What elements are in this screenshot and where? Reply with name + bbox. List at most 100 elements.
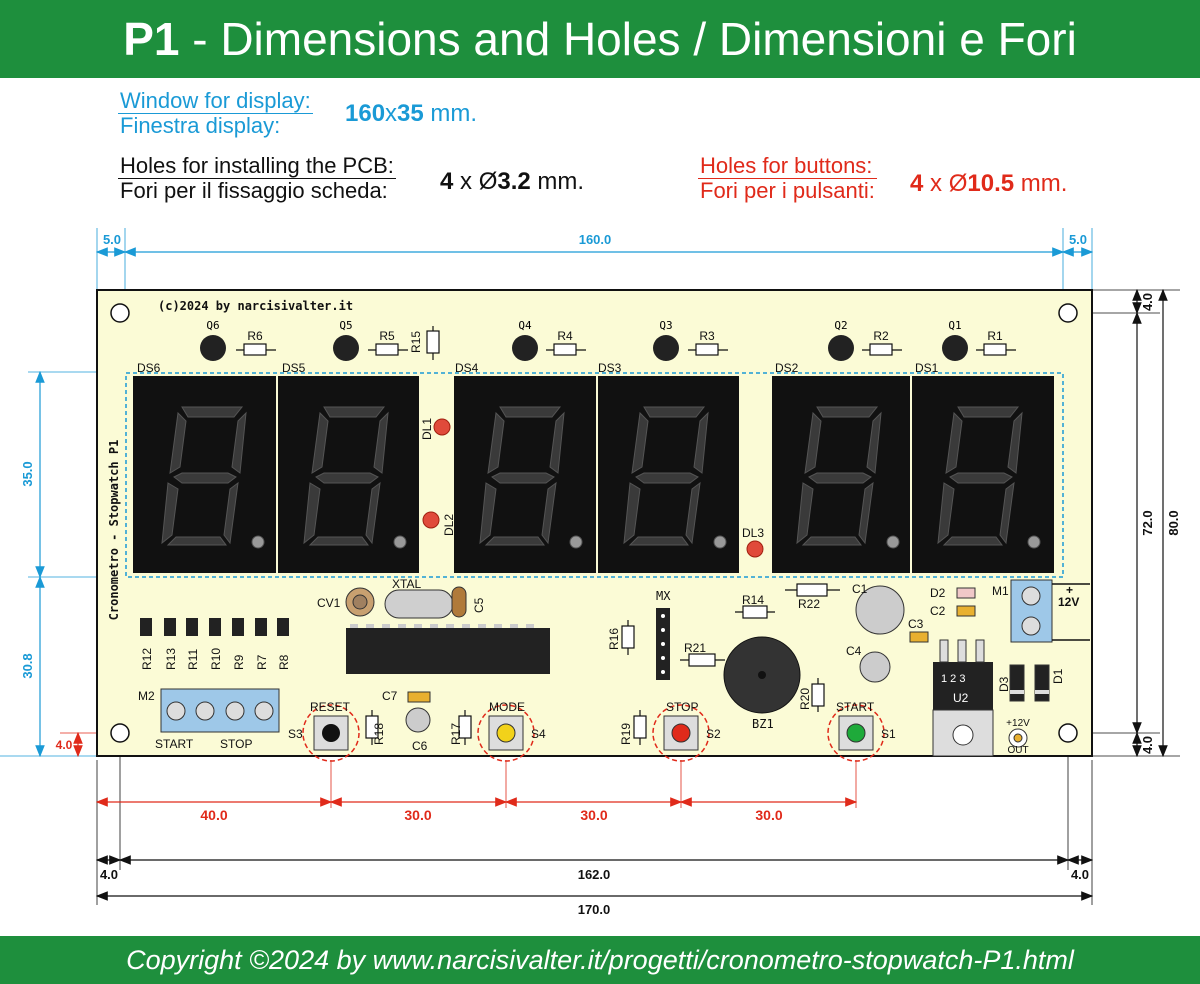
- svg-text:DL2: DL2: [442, 514, 456, 536]
- svg-text:DL3: DL3: [742, 526, 764, 540]
- svg-text:D2: D2: [930, 586, 946, 600]
- dim-btn-3: 30.0: [580, 807, 607, 823]
- svg-text:Q6: Q6: [206, 319, 219, 332]
- dim-btn-2: 30.0: [404, 807, 431, 823]
- svg-text:START: START: [155, 737, 194, 751]
- dim-btn-4: 30.0: [755, 807, 782, 823]
- svg-text:XTAL: XTAL: [392, 577, 421, 591]
- svg-text:R6: R6: [247, 329, 263, 343]
- pcb-holes-value: 4 x Ø3.2 mm.: [440, 168, 585, 195]
- svg-text:R5: R5: [379, 329, 395, 343]
- title-text: - Dimensions and Holes / Dimensioni e Fo…: [179, 13, 1077, 65]
- svg-text:Q5: Q5: [339, 319, 352, 332]
- pcb-side-label: Cronometro - Stopwatch P1: [107, 440, 121, 621]
- svg-text:START: START: [836, 700, 875, 714]
- svg-text:R16: R16: [607, 628, 621, 650]
- svg-text:STOP: STOP: [220, 737, 252, 751]
- transistor-row: Q6 Q5 Q4 Q3 Q2 Q1: [200, 319, 968, 361]
- button-holes-label-en: Holes for buttons:: [698, 154, 877, 179]
- svg-text:DS4: DS4: [455, 361, 479, 375]
- pcb-holes-label-it: Fori per il fissaggio scheda:: [120, 178, 388, 203]
- button-holes-label-it: Fori per i pulsanti:: [700, 178, 875, 203]
- svg-text:OUT: OUT: [1007, 745, 1028, 756]
- footer-banner: Copyright ©2024 by www.narcisivalter.it/…: [0, 936, 1200, 984]
- svg-text:R10: R10: [209, 648, 223, 670]
- dim-right-bottom: 4.0: [1140, 736, 1155, 754]
- svg-text:MODE: MODE: [489, 700, 525, 714]
- dim-left-hole: 4.0: [56, 738, 73, 752]
- svg-text:MX: MX: [656, 589, 671, 603]
- button-holes-label: Holes for buttons: Fori per i pulsanti:: [698, 154, 877, 203]
- dim-lower-height: 30.8: [20, 653, 35, 678]
- svg-text:STOP: STOP: [666, 700, 698, 714]
- pcb-holes-label-en: Holes for installing the PCB:: [118, 153, 396, 179]
- dim-bot-holes: 162.0: [578, 867, 611, 882]
- svg-text:R18: R18: [372, 723, 386, 745]
- footer-copyright: Copyright ©2024 by www.narcisivalter.it/…: [126, 945, 1074, 975]
- svg-text:S1: S1: [881, 727, 896, 741]
- svg-text:12V: 12V: [1058, 595, 1079, 609]
- svg-text:M2: M2: [138, 689, 155, 703]
- svg-text:U2: U2: [953, 691, 969, 705]
- svg-text:C1: C1: [852, 582, 868, 596]
- svg-text:R19: R19: [619, 723, 633, 745]
- dim-right-total: 80.0: [1166, 510, 1181, 535]
- svg-text:Q4: Q4: [518, 319, 532, 332]
- svg-text:S3: S3: [288, 727, 303, 741]
- dim-right-holes: 72.0: [1140, 510, 1155, 535]
- svg-text:S4: S4: [531, 727, 546, 741]
- svg-text:DS3: DS3: [598, 361, 622, 375]
- svg-text:R15: R15: [409, 331, 423, 353]
- svg-text:C3: C3: [908, 617, 924, 631]
- mounting-hole-tr: [1058, 303, 1078, 323]
- svg-text:DS6: DS6: [137, 361, 161, 375]
- svg-text:DS1: DS1: [915, 361, 939, 375]
- button-holes-value: 4 x Ø10.5 mm.: [910, 170, 1068, 197]
- mounting-hole-br: [1058, 723, 1078, 743]
- mounting-hole-tl: [110, 303, 130, 323]
- svg-text:Q3: Q3: [659, 319, 672, 332]
- svg-text:R22: R22: [798, 597, 820, 611]
- pcb-copyright: (c)2024 by narcisivalter.it: [158, 299, 353, 313]
- svg-text:R14: R14: [742, 593, 764, 607]
- svg-text:R8: R8: [277, 654, 291, 670]
- dim-btn-1: 40.0: [200, 807, 227, 823]
- title-model: P1: [123, 13, 180, 65]
- dim-bot-total: 170.0: [578, 902, 611, 917]
- svg-text:R9: R9: [232, 654, 246, 670]
- dim-top-right: 5.0: [1069, 232, 1087, 247]
- svg-text:R4: R4: [557, 329, 573, 343]
- svg-text:DL1: DL1: [420, 418, 434, 440]
- svg-text:Q2: Q2: [834, 319, 847, 332]
- svg-text:R13: R13: [164, 648, 178, 670]
- svg-text:R7: R7: [255, 654, 269, 670]
- svg-text:1 2 3: 1 2 3: [941, 673, 965, 685]
- svg-text:M1: M1: [992, 584, 1009, 598]
- mounting-hole-bl: [110, 723, 130, 743]
- pcb-board: (c)2024 by narcisivalter.it Cronometro -…: [96, 289, 1093, 762]
- svg-text:R21: R21: [684, 641, 706, 655]
- svg-text:S2: S2: [706, 727, 721, 741]
- svg-text:R17: R17: [449, 723, 463, 745]
- svg-text:R11: R11: [186, 649, 200, 670]
- svg-text:C5: C5: [472, 597, 486, 613]
- svg-text:C6: C6: [412, 739, 428, 753]
- button-stop: [652, 704, 710, 762]
- svg-text:+: +: [1066, 583, 1073, 597]
- button-mode: [477, 704, 535, 762]
- svg-text:C4: C4: [846, 644, 862, 658]
- svg-text:+12V: +12V: [1006, 718, 1030, 729]
- svg-text:BZ1: BZ1: [752, 717, 774, 731]
- dim-bot-right: 4.0: [1071, 867, 1089, 882]
- svg-text:R1: R1: [987, 329, 1003, 343]
- svg-text:C2: C2: [930, 604, 946, 618]
- window-spec-label: Window for display: Finestra display:: [118, 89, 313, 138]
- svg-text:DS2: DS2: [775, 361, 799, 375]
- window-spec-value: 160x35 mm.: [345, 100, 478, 127]
- pcb-holes-label: Holes for installing the PCB: Fori per i…: [118, 154, 396, 203]
- svg-text:Q1: Q1: [948, 319, 961, 332]
- svg-text:R3: R3: [699, 329, 715, 343]
- dim-top-left: 5.0: [103, 232, 121, 247]
- svg-text:RESET: RESET: [310, 700, 351, 714]
- window-label-en: Window for display:: [118, 88, 313, 114]
